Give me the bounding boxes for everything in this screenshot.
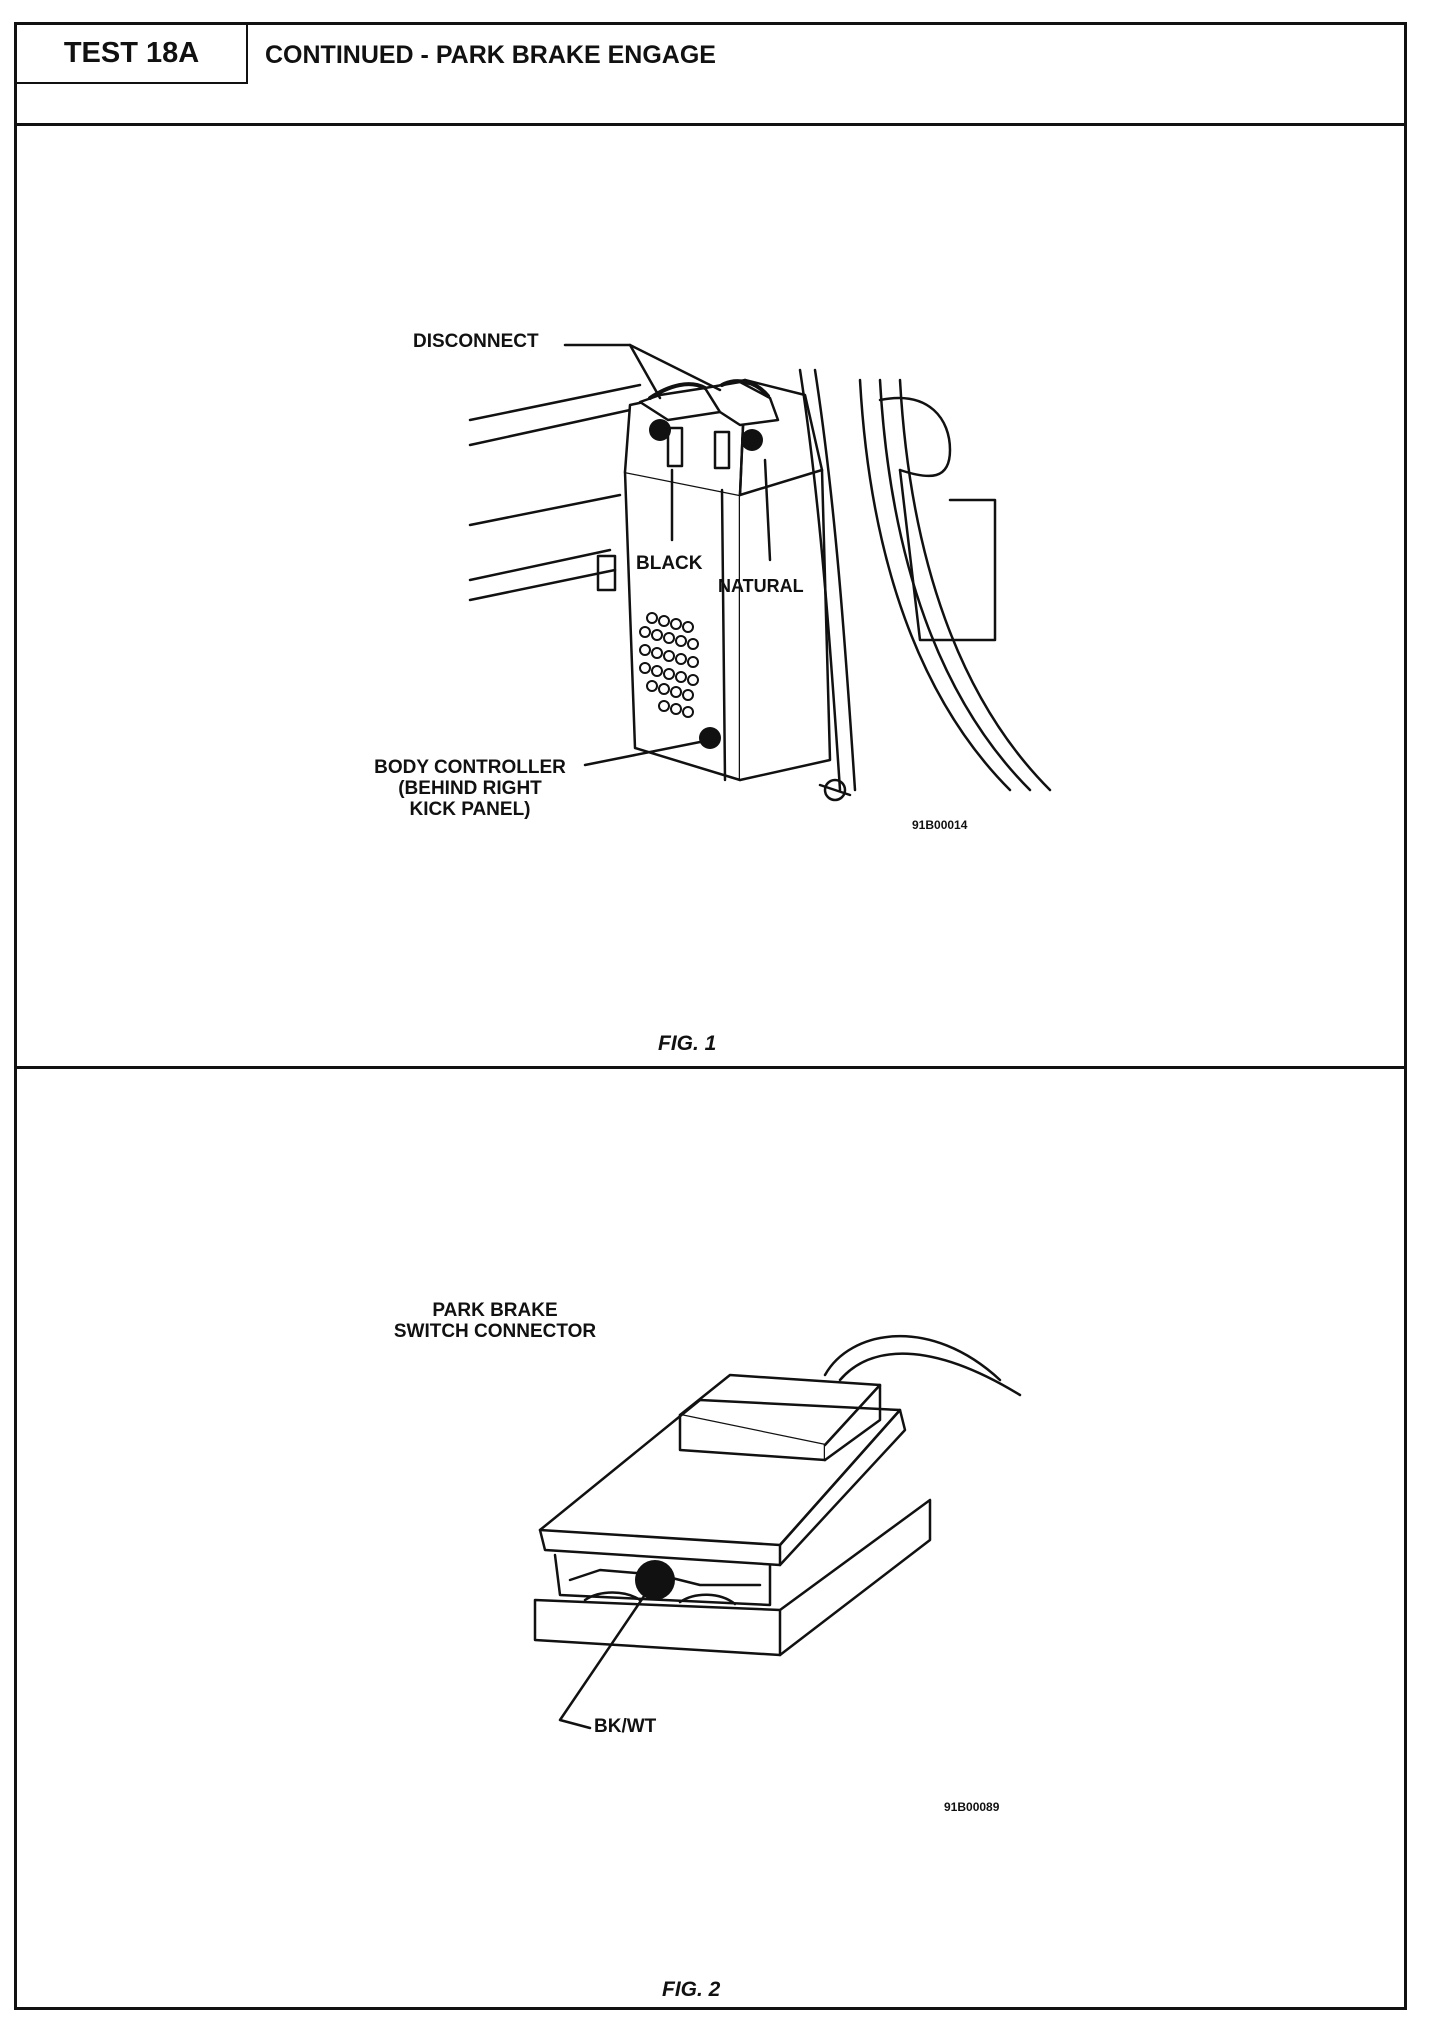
disconnect-label: DISCONNECT <box>413 331 539 352</box>
natural-connector-label: NATURAL <box>718 576 804 596</box>
fig1-part-code: 91B00014 <box>912 818 968 832</box>
body-controller-line3: KICK PANEL) <box>409 799 531 820</box>
park-brake-line1: PARK BRAKE <box>432 1300 558 1321</box>
fig2-caption: FIG. 2 <box>662 1978 721 2001</box>
body-controller-label: BODY CONTROLLER (BEHIND RIGHT KICK PANEL… <box>350 757 590 820</box>
bkwt-wire-label: BK/WT <box>594 1716 657 1737</box>
black-connector-label: BLACK <box>636 553 703 574</box>
park-brake-line2: SWITCH CONNECTOR <box>393 1321 597 1342</box>
park-brake-connector-label: PARK BRAKE SWITCH CONNECTOR <box>370 1300 620 1342</box>
page-header: TEST 18A CONTINUED - PARK BRAKE ENGAGE <box>17 25 1404 126</box>
body-controller-line1: BODY CONTROLLER <box>374 757 566 778</box>
fig1-caption: FIG. 1 <box>658 1032 717 1055</box>
figure-divider <box>17 1066 1404 1069</box>
body-controller-line2: (BEHIND RIGHT <box>398 778 542 799</box>
fig2-part-code: 91B00089 <box>944 1800 1000 1814</box>
page-frame: TEST 18A CONTINUED - PARK BRAKE ENGAGE <box>14 22 1407 2010</box>
page-title: CONTINUED - PARK BRAKE ENGAGE <box>265 41 716 69</box>
test-number: TEST 18A <box>17 25 248 84</box>
